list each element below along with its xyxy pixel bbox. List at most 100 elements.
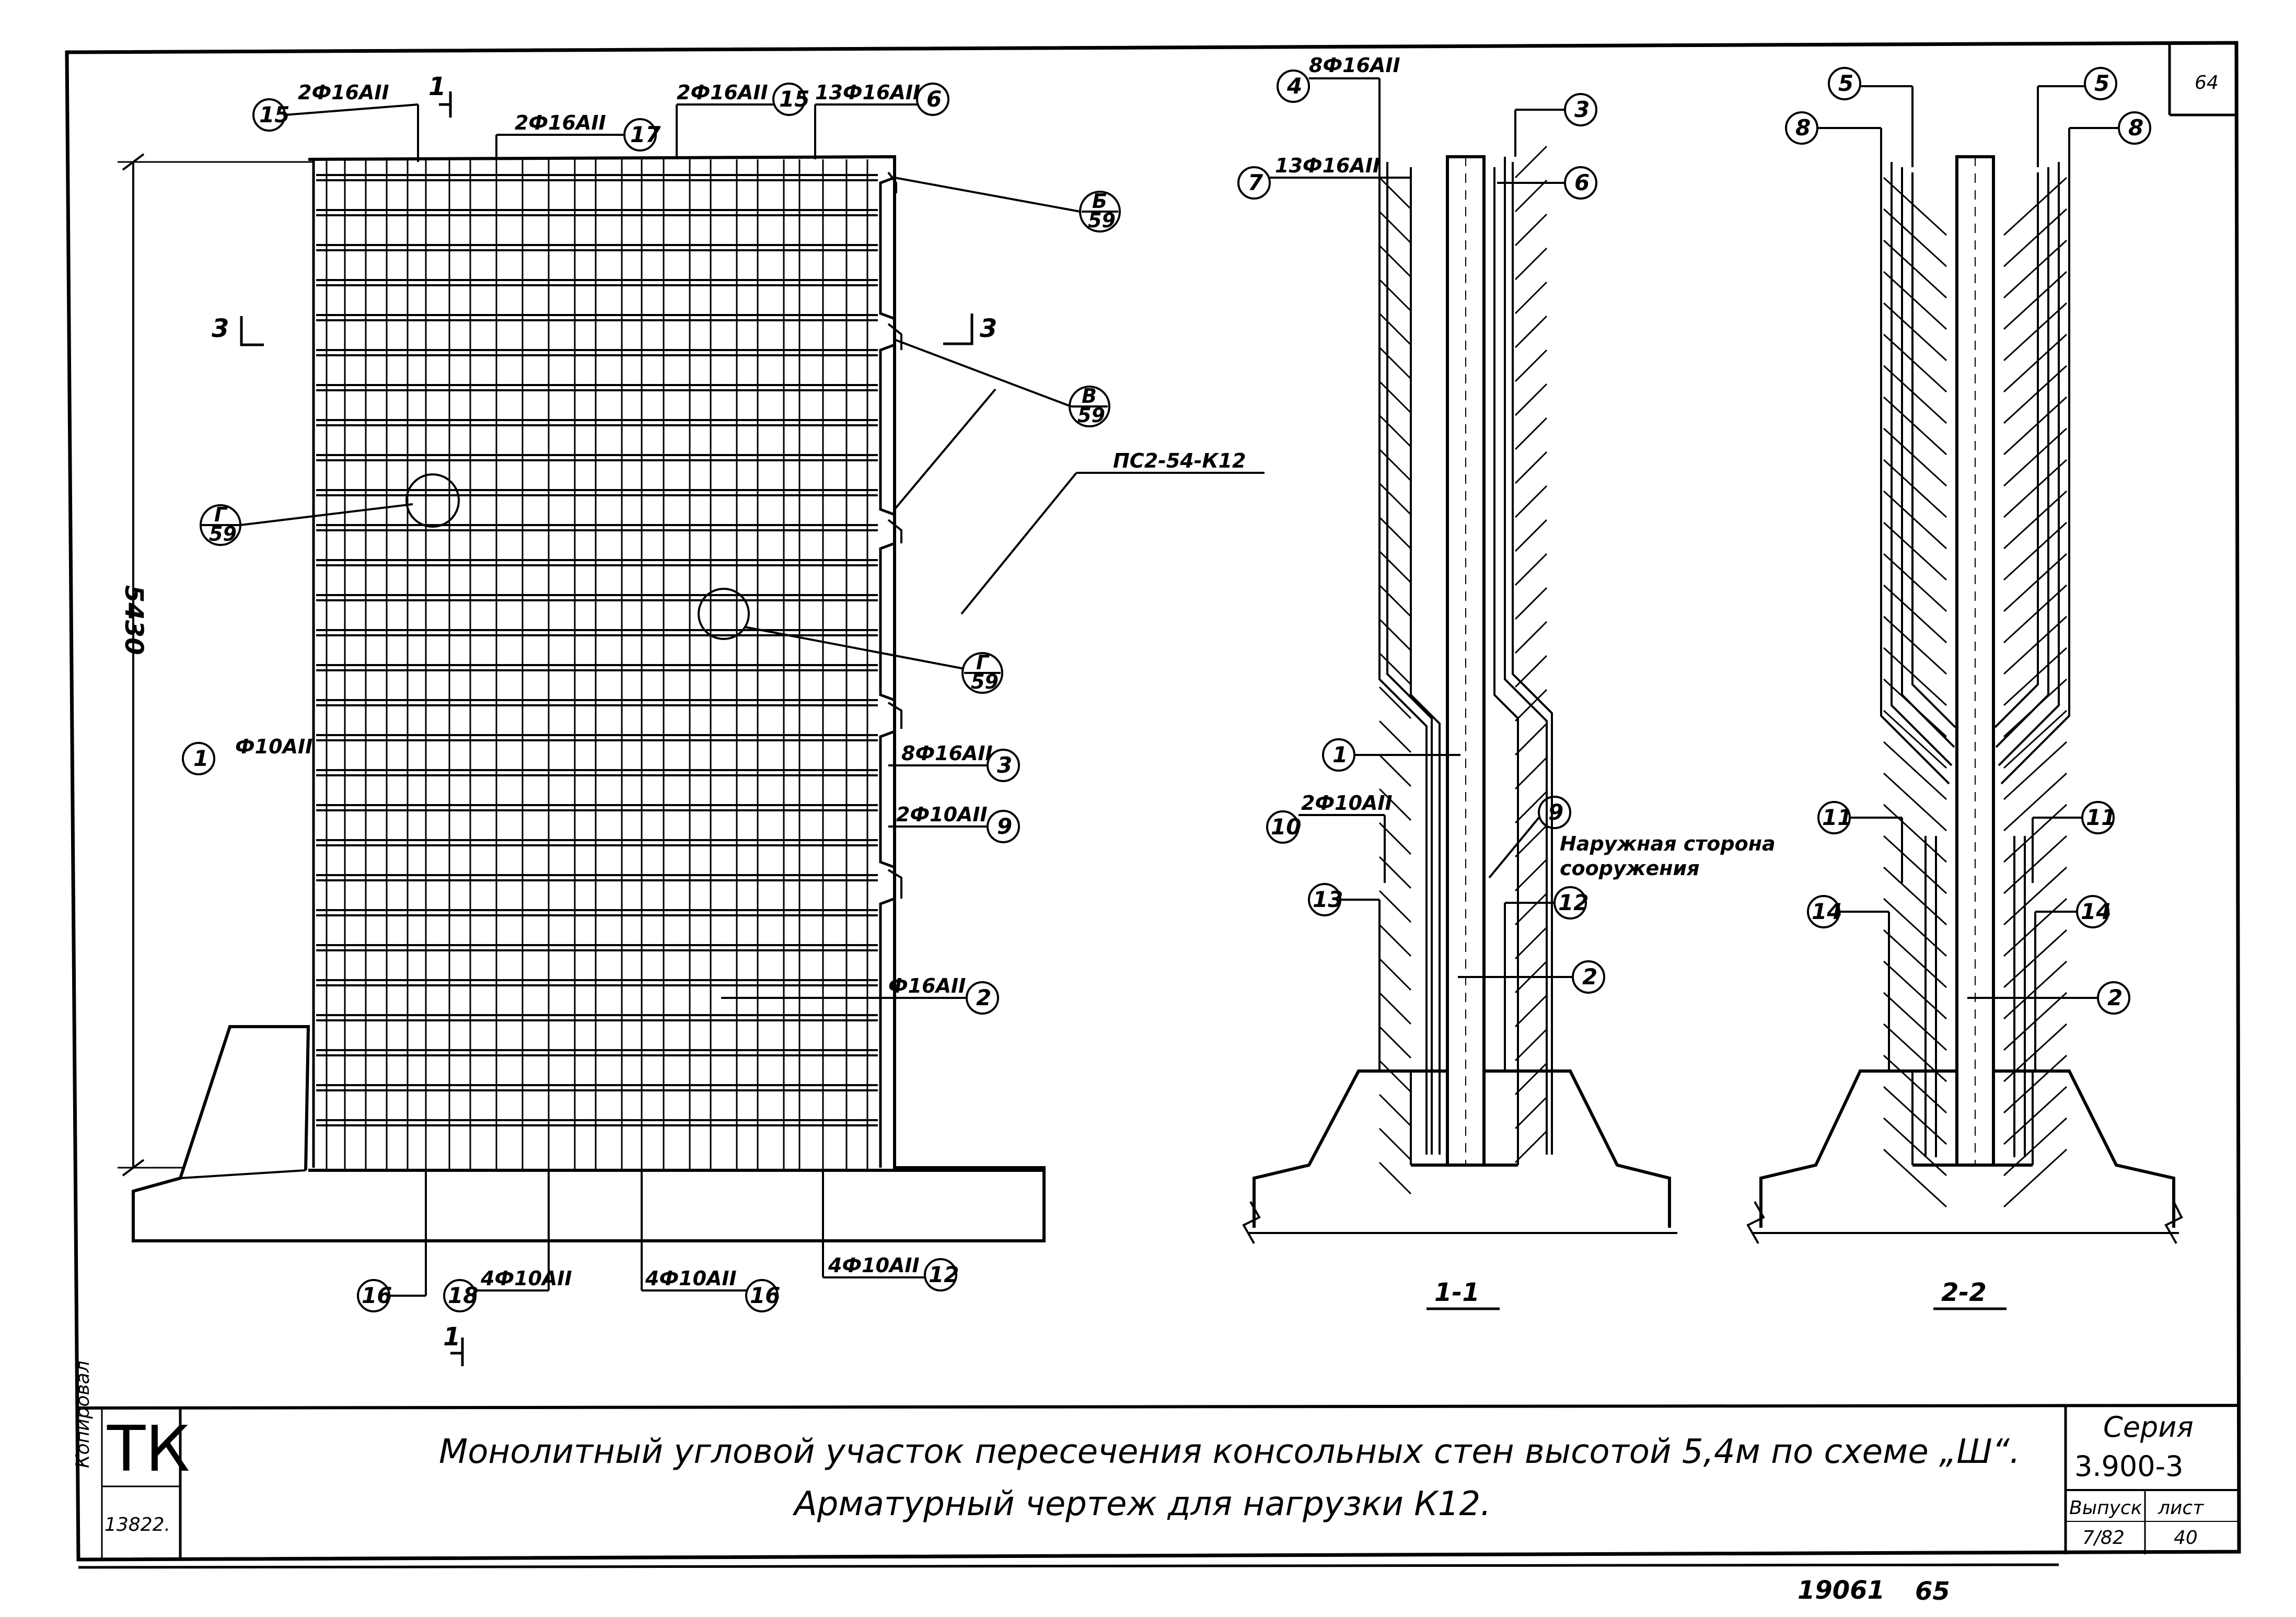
- stamp-logo: ТК: [107, 1413, 190, 1486]
- rebar-hatch: [1514, 247, 1548, 281]
- rebar-hatch: [1514, 587, 1548, 620]
- rebar-hatch: [1514, 757, 1548, 790]
- callout-spec: 13Ф16АII: [815, 81, 920, 104]
- rebar-hatch: [1378, 890, 1412, 923]
- callout-number: 12: [929, 1262, 959, 1287]
- callout-number: 6: [926, 86, 942, 112]
- rebar-hatch: [1378, 550, 1412, 584]
- callout-spec: Ф16АII: [888, 974, 966, 997]
- sheet-value: 40: [2174, 1527, 2198, 1549]
- callout-number: 1: [1332, 742, 1348, 767]
- rebar-hatch: [1378, 1060, 1412, 1093]
- rebar-hatch: [1514, 417, 1548, 450]
- stamp-number: 13822.: [105, 1514, 170, 1535]
- rebar-hatch: [2003, 459, 2068, 518]
- rebar-hatch: [1378, 380, 1412, 414]
- detail-ref-bottom: 59: [209, 522, 237, 545]
- callout-number: 12: [1558, 890, 1588, 915]
- callout-number: 3: [997, 752, 1012, 778]
- rebar-hatch: [1378, 245, 1412, 278]
- series-value: 3.900-3: [2074, 1450, 2183, 1483]
- callout-number: 9: [997, 813, 1012, 839]
- rebar-hatch: [1514, 1096, 1548, 1130]
- rebar-hatch: [2003, 365, 2068, 424]
- rebar-hatch: [1514, 451, 1548, 484]
- rebar-hatch: [1514, 892, 1548, 926]
- rebar-hatch: [1883, 584, 1947, 644]
- rebar-hatch: [1883, 396, 1947, 456]
- rebar-hatch: [1378, 958, 1412, 991]
- rebar-hatch: [1514, 858, 1548, 892]
- rebar-hatch: [1883, 271, 1947, 330]
- rebar-hatch: [1883, 427, 1947, 487]
- rebar-hatch: [1883, 1117, 1947, 1177]
- rebar-hatch: [2003, 647, 2068, 706]
- callout-spec: 2Ф10АII: [896, 803, 988, 826]
- rebar-hatch: [1883, 898, 1947, 957]
- callout-number: 13: [1313, 887, 1343, 912]
- panel-label: ПС2-54-К12: [1113, 449, 1246, 472]
- rebar-hatch: [1883, 302, 1947, 362]
- callout-number: 5: [1838, 71, 1853, 96]
- callout-number: 18: [448, 1283, 478, 1308]
- rebar-hatch: [2003, 1054, 2068, 1114]
- callout-number: 2: [2107, 985, 2123, 1010]
- detail-ref-top: Б: [1092, 190, 1107, 213]
- rebar-hatch: [1883, 177, 1947, 236]
- callout-number: 10: [1271, 814, 1301, 840]
- rebar-hatch: [2003, 177, 2068, 236]
- rebar-hatch: [1514, 179, 1548, 213]
- rebar-hatch: [2003, 302, 2068, 362]
- callout-number: 2: [976, 985, 991, 1010]
- rebar-hatch: [2003, 1148, 2068, 1208]
- height-dimension: 5430: [119, 585, 148, 655]
- rebar-hatch: [1514, 383, 1548, 416]
- callout-number: 2: [1582, 964, 1597, 990]
- rebar-hatch: [2003, 741, 2068, 800]
- rebar-hatch: [1883, 960, 1947, 1020]
- rebar-hatch: [2003, 396, 2068, 456]
- section-2-2: [1746, 155, 2183, 1244]
- rebar-hatch: [1883, 208, 1947, 267]
- callout-number: 6: [1574, 170, 1590, 195]
- rebar-hatch: [1378, 346, 1412, 380]
- rebar-hatch: [1883, 1054, 1947, 1114]
- rebar-hatch: [2003, 678, 2068, 738]
- callout-number: 15: [779, 86, 809, 112]
- rebar-hatch: [1514, 349, 1548, 382]
- rebar-hatch: [1514, 519, 1548, 552]
- rebar-hatch: [1883, 459, 1947, 518]
- rebar-hatch: [1883, 992, 1947, 1051]
- detail-ref-bottom: 59: [1077, 404, 1105, 427]
- rebar-hatch: [2003, 1117, 2068, 1177]
- rebar-hatch: [1514, 315, 1548, 348]
- rebar-hatch: [2003, 866, 2068, 926]
- rebar-hatch: [2003, 521, 2068, 581]
- page-number-top: 64: [2195, 72, 2219, 94]
- rebar-hatch: [1378, 754, 1412, 787]
- series-label: Серия: [2103, 1411, 2194, 1444]
- rebar-hatch: [2003, 615, 2068, 675]
- callout-spec: 8Ф16АII: [901, 742, 993, 765]
- rebar-hatch: [1514, 1062, 1548, 1096]
- rebar-hatch: [1883, 866, 1947, 926]
- footer-inventory-number: 19061: [1798, 1576, 1885, 1605]
- issue-label: Выпуск: [2069, 1497, 2142, 1519]
- elevation-callouts: [182, 83, 1121, 1312]
- rebar-hatch: [1883, 804, 1947, 863]
- rebar-hatch: [1378, 584, 1412, 618]
- callout-number: 8: [1795, 115, 1811, 141]
- rebar-hatch: [1514, 723, 1548, 756]
- rebar-hatch: [1883, 709, 1947, 769]
- rebar-hatch: [1883, 521, 1947, 581]
- rebar-hatch: [1514, 1028, 1548, 1062]
- sheet-frame: [65, 41, 2241, 1569]
- callout-spec: 2Ф16АII: [677, 81, 768, 104]
- rebar-hatch: [1378, 1161, 1412, 1195]
- rebar-hatch: [2003, 208, 2068, 267]
- callout-number: 11: [2086, 805, 2116, 830]
- side-stamp: Копировал: [72, 1360, 94, 1468]
- rebar-hatch: [2003, 772, 2068, 832]
- section-2-callouts: [1785, 67, 2151, 1071]
